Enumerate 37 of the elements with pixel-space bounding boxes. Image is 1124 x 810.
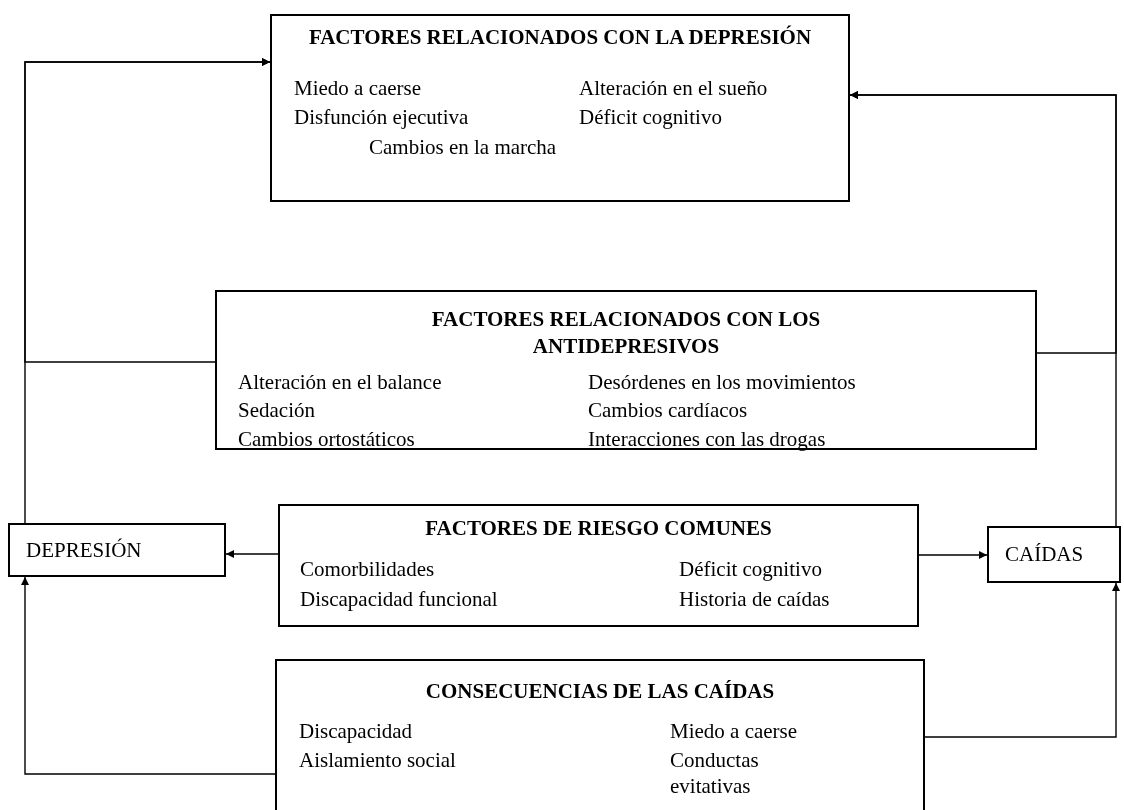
factor-item: Sedación bbox=[238, 397, 315, 423]
box-heading: FACTORES RELACIONADOS CON LOS ANTIDEPRESIVOS bbox=[430, 306, 822, 360]
factor-item: Cambios cardíacos bbox=[588, 397, 748, 423]
arrow bbox=[918, 551, 988, 559]
factor-item: Comorbilidades bbox=[300, 556, 435, 582]
box-heading: FACTORES DE RIESGO COMUNES bbox=[424, 515, 773, 542]
factor-item: Discapacidad funcional bbox=[300, 586, 498, 612]
factor-box bbox=[278, 504, 919, 627]
factor-item: Disfunción ejecutiva bbox=[294, 104, 469, 130]
factor-item: Déficit cognitivo bbox=[579, 104, 722, 130]
outcome-box bbox=[8, 523, 226, 577]
factor-item: Alteración en el balance bbox=[238, 369, 442, 395]
factor-item: Conductas evitativas bbox=[670, 747, 760, 799]
arrow bbox=[225, 550, 279, 558]
arrow bbox=[21, 576, 276, 775]
factor-item: Miedo a caerse bbox=[670, 718, 798, 744]
arrow bbox=[849, 91, 1117, 354]
arrow bbox=[924, 582, 1120, 738]
factor-item: Discapacidad bbox=[299, 718, 413, 744]
factor-item: Alteración en el sueño bbox=[579, 75, 768, 101]
factor-item: Cambios en la marcha bbox=[369, 134, 557, 160]
outcome-box bbox=[987, 526, 1121, 583]
box-label: CAÍDAS bbox=[1005, 542, 1084, 567]
factor-item: Historia de caídas bbox=[679, 586, 830, 612]
factor-item: Desórdenes en los movimientos bbox=[588, 369, 856, 395]
factor-box bbox=[215, 290, 1037, 450]
box-heading: CONSECUENCIAS DE LAS CAÍDAS bbox=[424, 678, 776, 705]
factor-item: Déficit cognitivo bbox=[679, 556, 822, 582]
factor-item: Miedo a caerse bbox=[294, 75, 422, 101]
factor-item: Interacciones con las drogas bbox=[588, 426, 826, 452]
arrow bbox=[24, 58, 271, 363]
box-heading: FACTORES RELACIONADOS CON LA DEPRESIÓN bbox=[307, 24, 813, 51]
factor-box bbox=[275, 659, 925, 810]
box-label: DEPRESIÓN bbox=[26, 537, 142, 563]
factor-item: Cambios ortostáticos bbox=[238, 426, 415, 452]
factor-box bbox=[270, 14, 850, 202]
factor-item: Aislamiento social bbox=[299, 747, 456, 773]
